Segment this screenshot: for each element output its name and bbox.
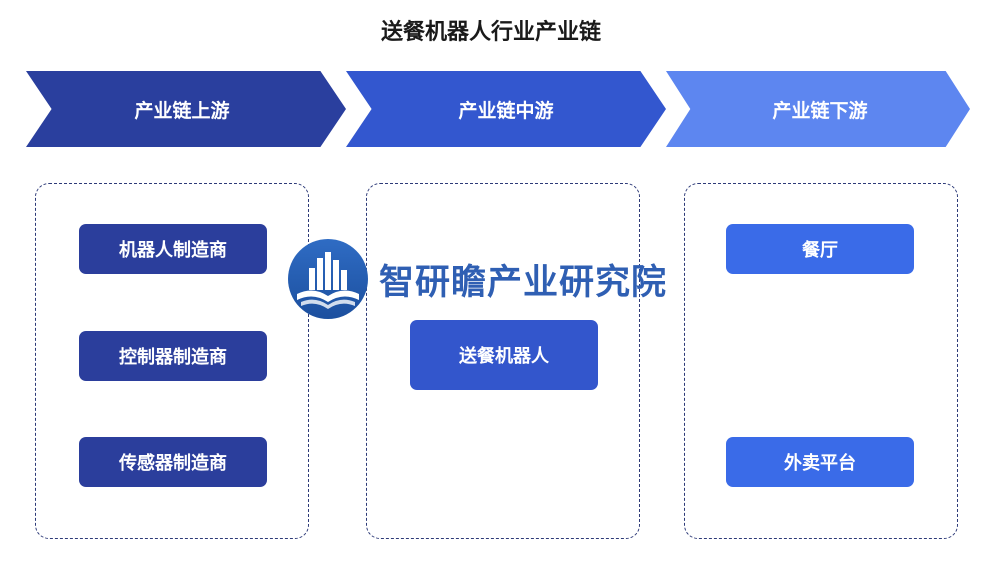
stage-upstream-chevron: 产业链上游 xyxy=(26,71,346,147)
downstream-panel xyxy=(684,183,958,539)
stage-upstream-label: 产业链上游 xyxy=(134,99,230,122)
stage-downstream-chevron: 产业链下游 xyxy=(666,71,970,147)
stage-midstream-chevron: 产业链中游 xyxy=(346,71,666,147)
node-sensor-manufacturer: 传感器制造商 xyxy=(79,437,267,487)
city-book-logo-icon xyxy=(288,239,368,319)
node-controller-manufacturer: 控制器制造商 xyxy=(79,331,267,381)
watermark: 智研瞻产业研究院 xyxy=(287,238,667,320)
node-delivery-robot: 送餐机器人 xyxy=(410,320,598,390)
midstream-panel xyxy=(366,183,640,539)
node-delivery-platform: 外卖平台 xyxy=(726,437,914,487)
upstream-panel xyxy=(35,183,309,539)
node-robot-manufacturer: 机器人制造商 xyxy=(79,224,267,274)
stage-midstream-label: 产业链中游 xyxy=(458,99,554,122)
stage-downstream-label: 产业链下游 xyxy=(772,99,868,122)
diagram-title: 送餐机器人行业产业链 xyxy=(380,20,601,45)
node-restaurant: 餐厅 xyxy=(726,224,914,274)
watermark-text: 智研瞻产业研究院 xyxy=(379,262,668,303)
